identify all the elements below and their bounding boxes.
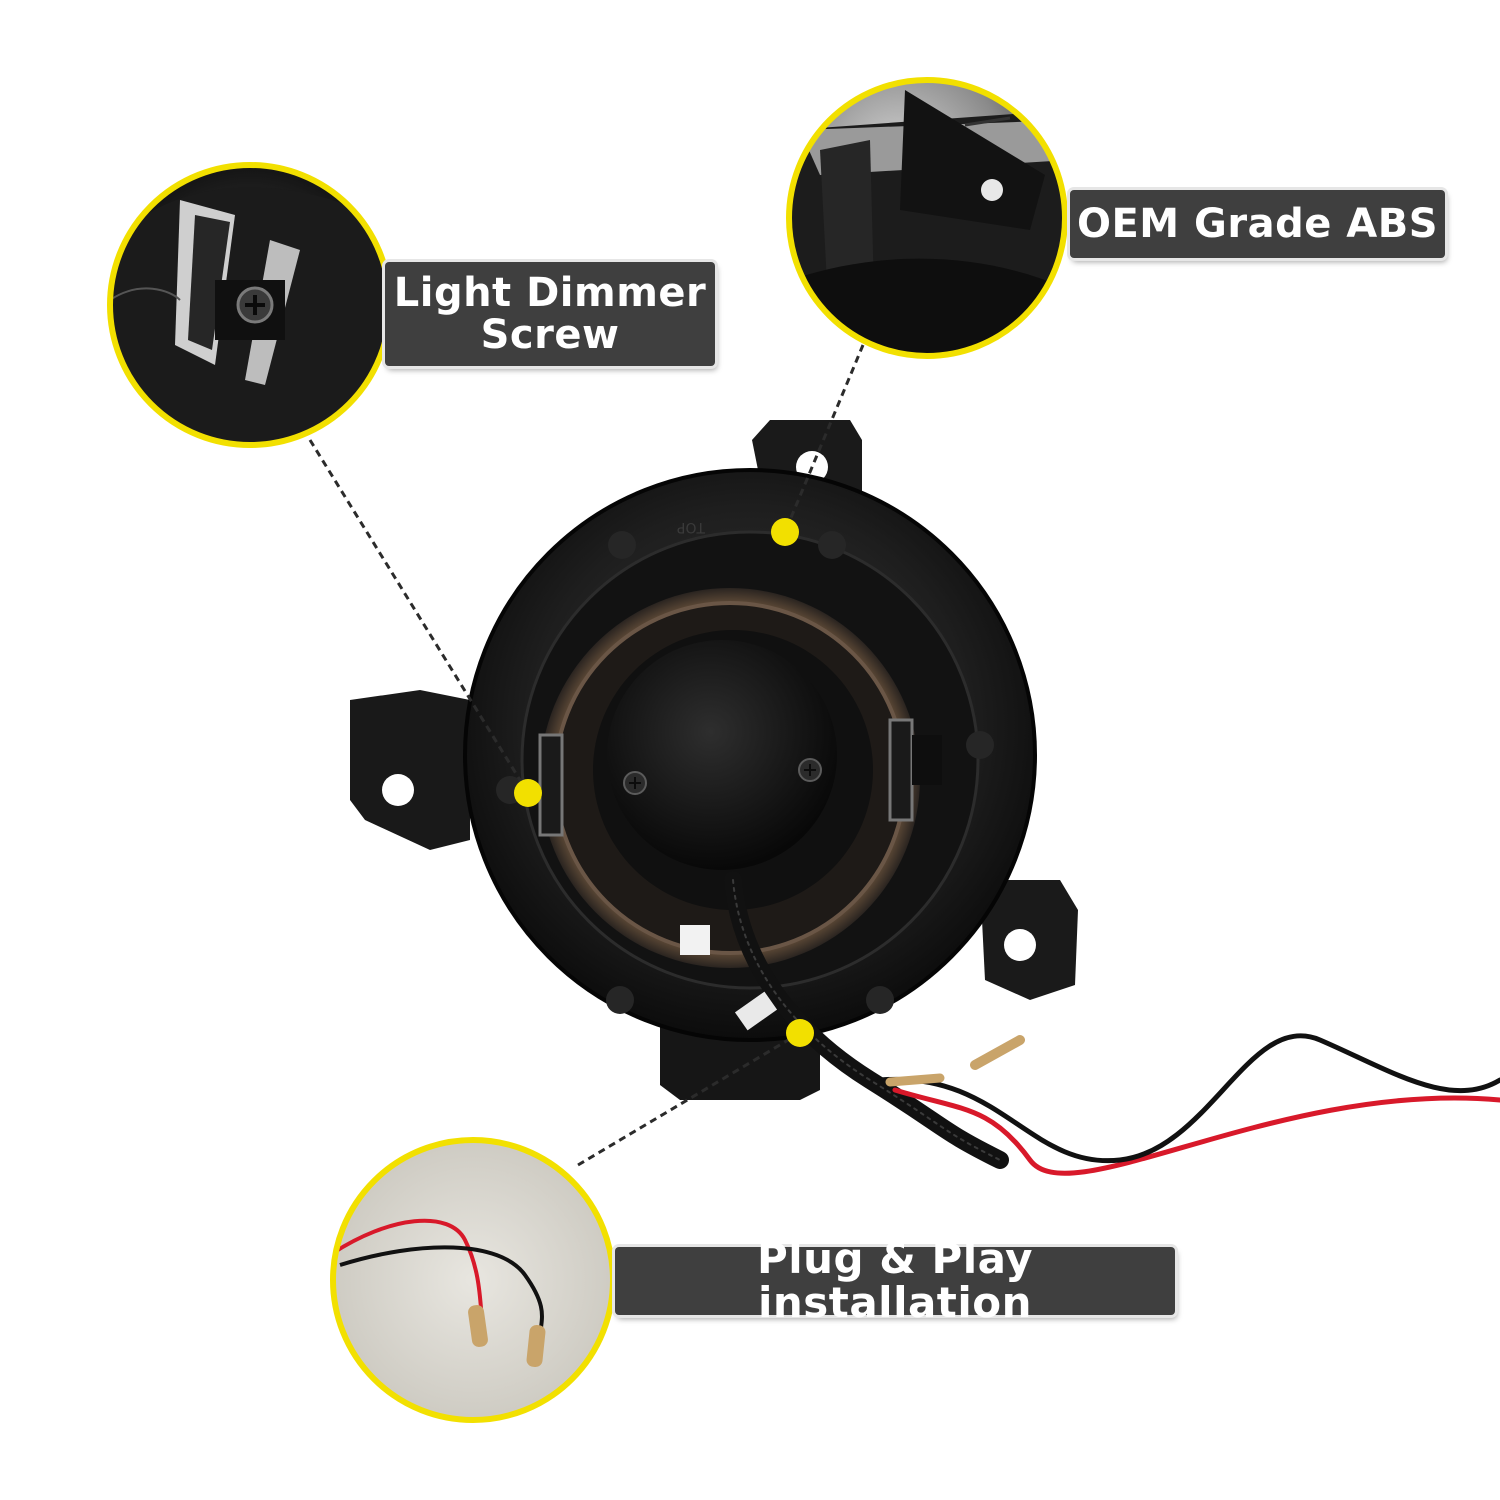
- callout-plug-text: Plug & Play installation: [756, 1233, 1034, 1327]
- fog-light-housing: TOP: [350, 420, 1078, 1100]
- marker-abs: [771, 518, 799, 546]
- top-marking: TOP: [677, 519, 706, 535]
- callout-light-dimmer-screw: Light Dimmer Screw: [385, 262, 715, 366]
- marker-plug: [786, 1019, 814, 1047]
- leader-lines: [308, 344, 865, 1167]
- zoom-circle-dimmer-screw: [107, 162, 393, 448]
- callout-dimmer-line1: Light Dimmer: [393, 270, 707, 316]
- callout-plug-play: Plug & Play installation: [615, 1236, 1175, 1325]
- wiring-harness: [724, 871, 1500, 1176]
- bracket-hole: [981, 179, 1003, 201]
- zoom-circle-oem-abs: [786, 77, 1068, 359]
- callout-oem-grade-abs: OEM Grade ABS: [1070, 190, 1445, 258]
- callout-dimmer-line2: Screw: [480, 312, 620, 358]
- callout-abs-text: OEM Grade ABS: [1076, 201, 1439, 247]
- marker-dots: [514, 518, 814, 1047]
- marker-dimmer: [514, 779, 542, 807]
- zoom-circle-plug-play: [330, 1137, 616, 1423]
